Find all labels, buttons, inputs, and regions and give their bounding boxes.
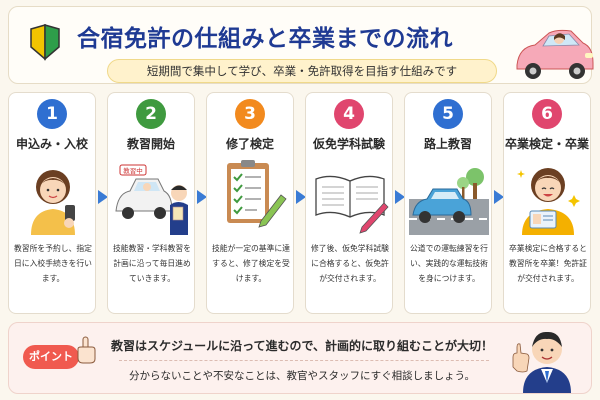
title-banner: 合宿免許の仕組みと卒業までの流れ 短期間で集中して学び、卒業・免許取得を目指す仕… (8, 6, 594, 84)
page-title: 合宿免許の仕組みと卒業までの流れ (77, 26, 453, 52)
woman-phone-icon (31, 170, 75, 235)
step-number: 1 (37, 99, 67, 129)
step-number: 5 (433, 99, 463, 129)
step-card-4: 4 仮免学科試験 修了後、仮免学科試験に合格すると、仮免許が交付されます。 (305, 92, 393, 314)
steps-row: 1 申込み・入校 教習所を予約し、指定日に入校手続きを行います。 2 教習開始 … (8, 92, 592, 314)
step-description: 卒業検定に合格すると教習所を卒業！免許証が交付されます。 (509, 244, 587, 283)
car-sign-text: 教習中 (123, 166, 143, 175)
arrow-right-icon (98, 190, 108, 204)
point-box: ポイント 教習はスケジュールに沿って進むので、計画的に取り組むことが大切！ 分か… (8, 322, 592, 394)
beginner-mark-icon (30, 24, 60, 61)
pink-car-driver-icon (516, 29, 594, 79)
step-card-1: 1 申込み・入校 教習所を予約し、指定日に入校手続きを行います。 (8, 92, 96, 314)
checklist-icon (227, 160, 287, 228)
subtitle: 短期間で集中して学び、卒業・免許取得を目指す仕組みです (107, 59, 497, 83)
step-number: 4 (334, 99, 364, 129)
point-main-text: 教習はスケジュールに沿って進むので、計画的に取り組むことが大切！ (110, 339, 494, 353)
student-car-instructor-icon: 教習中 (115, 164, 188, 235)
arrow-right-icon (296, 190, 306, 204)
step-card-5: 5 路上教習 公道での運転練習を行い、実践的な運転技術を身につけます。 (404, 92, 492, 314)
step-title: 路上教習 (423, 137, 472, 151)
point-badge: ポイント (23, 345, 79, 369)
step-title: 仮免学科試験 (312, 137, 385, 151)
step-card-3: 3 修了検定 技能が一定の基準に達すると、修了検定を受けます。 (206, 92, 294, 314)
arrow-right-icon (197, 190, 207, 204)
step-title: 卒業検定・卒業 (504, 137, 589, 151)
step-description: 修了後、仮免学科試験に合格すると、仮免許が交付されます。 (311, 244, 389, 283)
arrow-right-icon (395, 190, 405, 204)
step-title: 申込み・入校 (15, 137, 88, 151)
graduate-license-icon (517, 168, 580, 235)
step-description: 技能が一定の基準に達すると、修了検定を受けます。 (212, 244, 290, 283)
car-road-icon (409, 168, 489, 235)
step-description: 技能教習・学科教習を計画に沿って毎日進めていきます。 (113, 244, 191, 283)
step-number: 6 (532, 99, 562, 129)
step-number: 3 (235, 99, 265, 129)
step-title: 修了検定 (225, 137, 274, 151)
instructor-thumbsup-icon (512, 331, 571, 393)
point-sub-text: 分からないことや不安なことは、教官やスタッフにすぐ相談しましょう。 (129, 370, 475, 382)
arrow-right-icon (494, 190, 504, 204)
step-title: 教習開始 (126, 137, 175, 151)
step-number: 2 (136, 99, 166, 129)
point-divider (119, 360, 489, 361)
book-pen-icon (315, 175, 389, 234)
step-card-2: 2 教習開始 教習中 技能教習・学科教習を計画に沿って毎日進めていきます。 (107, 92, 195, 314)
step-card-6: 6 卒業検定・卒業 卒業検定に合格すると教習所を卒業！免許証が交付されます。 (503, 92, 591, 314)
step-description: 教習所を予約し、指定日に入校手続きを行います。 (14, 244, 92, 283)
pointing-hand-icon (77, 336, 96, 364)
step-description: 公道での運転練習を行い、実践的な運転技術を身につけます。 (410, 244, 488, 283)
